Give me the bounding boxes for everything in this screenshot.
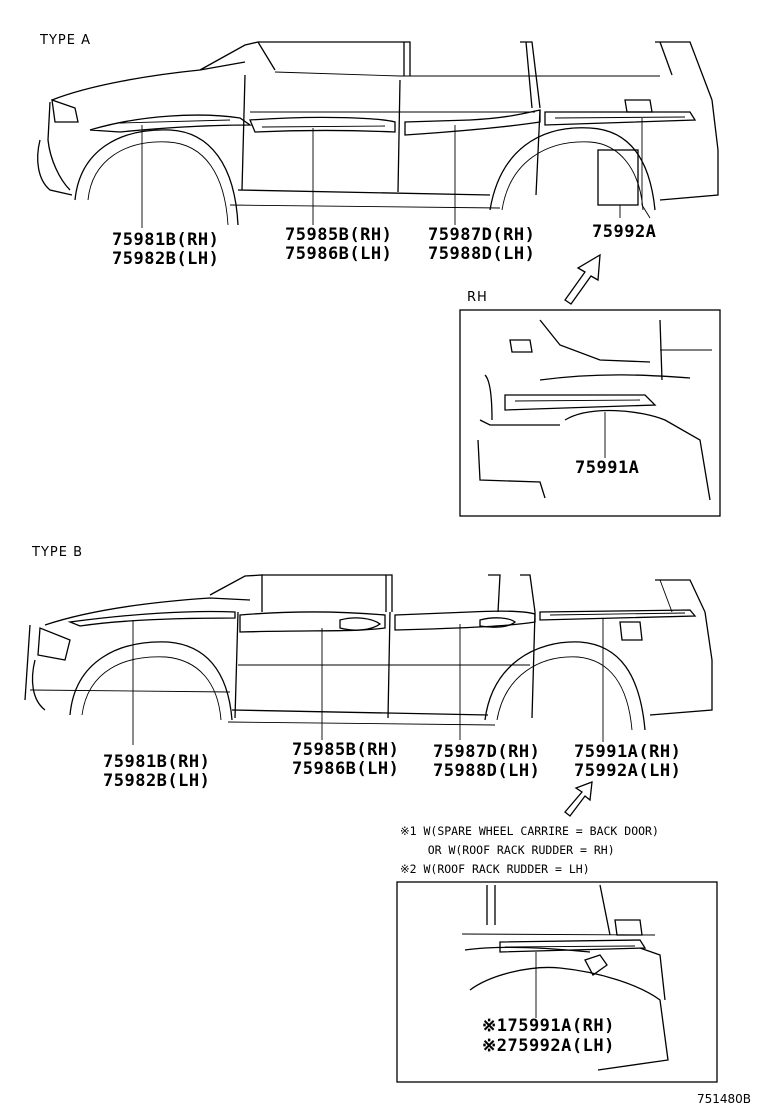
figure-code: 751480B <box>697 1092 752 1106</box>
type-b-detail <box>396 881 718 1083</box>
type-b-rear-quarter-part-rh: 75991A(RH) <box>574 742 682 762</box>
type-a-arrow <box>564 253 601 305</box>
type-a-front-fender-part-lh: 75982B(LH) <box>112 249 220 269</box>
type-b-note-2: ※2 W(ROOF RACK RUDDER = LH) <box>400 862 590 876</box>
type-b-note-1: ※1 W(SPARE WHEEL CARRIRE = BACK DOOR) <box>400 824 659 838</box>
type-b-rear-door-part-rh: 75987D(RH) <box>433 742 541 762</box>
type-a-vehicle <box>37 41 719 228</box>
type-a-rh-detail <box>459 309 721 517</box>
type-b-detail-part-rh: ※175991A(RH) <box>482 1016 615 1036</box>
type-a-front-fender-part-rh: 75981B(RH) <box>112 230 220 250</box>
type-b-front-door-part-rh: 75985B(RH) <box>292 740 400 760</box>
type-b-rear-door-part-lh: 75988D(LH) <box>433 761 541 781</box>
type-a-heading: TYPE A <box>40 33 91 48</box>
type-b-arrow <box>564 781 593 817</box>
type-b-front-fender-part-lh: 75982B(LH) <box>103 771 211 791</box>
type-b-heading: TYPE B <box>32 545 83 560</box>
rh-detail-heading: RH <box>467 290 488 305</box>
type-a-front-door-part-rh: 75985B(RH) <box>285 225 393 245</box>
type-b-front-door-part-lh: 75986B(LH) <box>292 759 400 779</box>
type-b-detail-part-lh: ※275992A(LH) <box>482 1036 615 1056</box>
type-a-rear-door-part-lh: 75988D(LH) <box>428 244 536 264</box>
type-a-rear-quarter-part: 75992A <box>592 222 657 242</box>
type-b-vehicle <box>24 574 713 745</box>
type-a-rear-door-part-rh: 75987D(RH) <box>428 225 536 245</box>
type-b-rear-quarter-part-lh: 75992A(LH) <box>574 761 682 781</box>
type-a-rh-detail-part: 75991A <box>575 458 640 478</box>
type-b-note-1-cont: OR W(ROOF RACK RUDDER = RH) <box>400 843 615 857</box>
type-a-front-door-part-lh: 75986B(LH) <box>285 244 393 264</box>
type-b-front-fender-part-rh: 75981B(RH) <box>103 752 211 772</box>
